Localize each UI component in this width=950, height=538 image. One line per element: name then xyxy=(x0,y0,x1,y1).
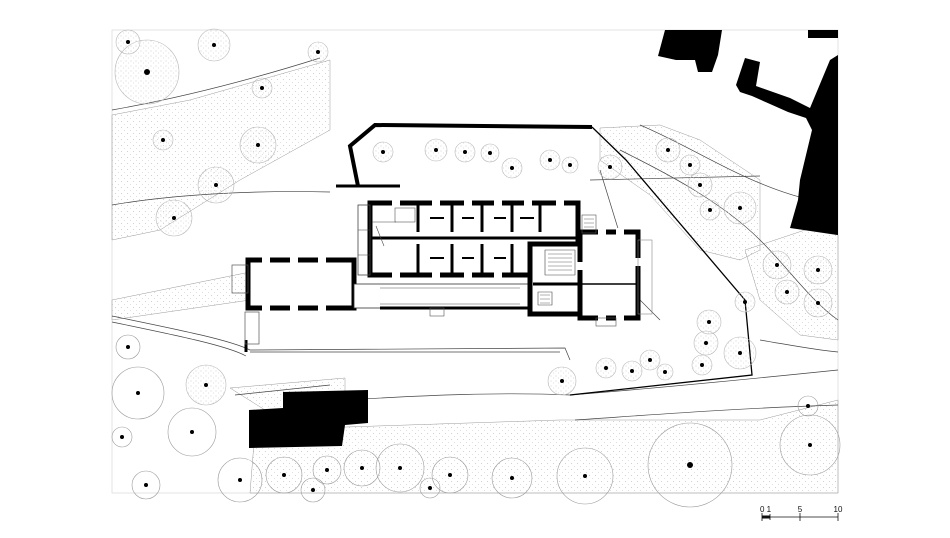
tree-canopy xyxy=(265,456,303,494)
tree-trunk xyxy=(510,476,514,480)
tree-trunk xyxy=(708,208,712,212)
tree-trunk xyxy=(698,183,702,187)
tree-trunk xyxy=(743,300,747,304)
tree-trunk xyxy=(583,474,587,478)
tree-trunk xyxy=(136,391,140,395)
tree-canopy xyxy=(167,407,217,457)
tree-trunk xyxy=(604,366,608,370)
tree-trunk xyxy=(126,345,130,349)
tree-canopy xyxy=(797,395,819,417)
site-boundary xyxy=(244,122,753,396)
scale-bar: 0 1 5 10 xyxy=(760,505,843,521)
tree-canopy xyxy=(343,449,381,487)
tree-trunk xyxy=(238,478,242,482)
neighbouring-buildings xyxy=(249,30,838,448)
tree-canopy xyxy=(217,457,263,503)
tree-trunk xyxy=(190,430,194,434)
tree-trunk xyxy=(738,206,742,210)
tree-canopy xyxy=(312,455,342,485)
tree-canopy xyxy=(115,334,141,360)
tree-trunk xyxy=(806,404,810,408)
tree-trunk xyxy=(144,483,148,487)
tree-trunk xyxy=(630,369,634,373)
tree-trunk xyxy=(161,138,165,142)
tree-trunk xyxy=(316,50,320,54)
scale-label-0-1: 0 1 xyxy=(760,505,772,514)
tree-trunk xyxy=(311,488,315,492)
trees xyxy=(111,28,841,508)
tree-trunk xyxy=(260,86,264,90)
tree-canopy xyxy=(375,443,425,493)
main-building xyxy=(231,199,653,345)
tree-trunk xyxy=(282,473,286,477)
tree-canopy xyxy=(491,457,533,499)
tree-trunk xyxy=(816,301,820,305)
tree-trunk xyxy=(510,166,514,170)
tree-trunk xyxy=(120,435,124,439)
tree-canopy xyxy=(431,456,469,494)
tree-trunk xyxy=(214,183,218,187)
tree-trunk xyxy=(126,40,130,44)
tree-trunk xyxy=(568,163,572,167)
tree-trunk xyxy=(325,468,329,472)
tree-trunk xyxy=(663,370,667,374)
tree-trunk xyxy=(808,443,812,447)
tree-trunk xyxy=(548,158,552,162)
tree-trunk xyxy=(688,163,692,167)
scale-label-10: 10 xyxy=(834,505,843,514)
tree-trunk xyxy=(608,165,612,169)
tree-trunk xyxy=(448,473,452,477)
tree-canopy xyxy=(111,366,165,420)
tree-trunk xyxy=(816,268,820,272)
scale-label-5: 5 xyxy=(798,505,803,514)
tree-trunk xyxy=(204,383,208,387)
tree-trunk xyxy=(144,69,150,75)
tree-trunk xyxy=(212,43,216,47)
tree-trunk xyxy=(707,320,711,324)
tree-trunk xyxy=(666,148,670,152)
tree-trunk xyxy=(172,216,176,220)
tree-canopy xyxy=(131,470,161,500)
tree-trunk xyxy=(687,462,693,468)
tree-trunk xyxy=(560,379,564,383)
tree-canopy xyxy=(779,414,841,476)
tree-canopy xyxy=(647,422,733,508)
tree-trunk xyxy=(360,466,364,470)
tree-canopy xyxy=(419,477,441,499)
tree-trunk xyxy=(434,148,438,152)
tree-trunk xyxy=(256,143,260,147)
tree-trunk xyxy=(428,486,432,490)
tree-trunk xyxy=(381,150,385,154)
tree-canopy xyxy=(556,447,614,505)
tree-trunk xyxy=(775,263,779,267)
tree-canopy xyxy=(300,477,326,503)
tree-trunk xyxy=(700,363,704,367)
tree-trunk xyxy=(463,150,467,154)
tree-trunk xyxy=(704,341,708,345)
tree-trunk xyxy=(738,351,742,355)
tree-trunk xyxy=(398,466,402,470)
tree-canopy xyxy=(111,426,133,448)
tree-trunk xyxy=(785,290,789,294)
tree-trunk xyxy=(488,151,492,155)
tree-trunk xyxy=(648,358,652,362)
